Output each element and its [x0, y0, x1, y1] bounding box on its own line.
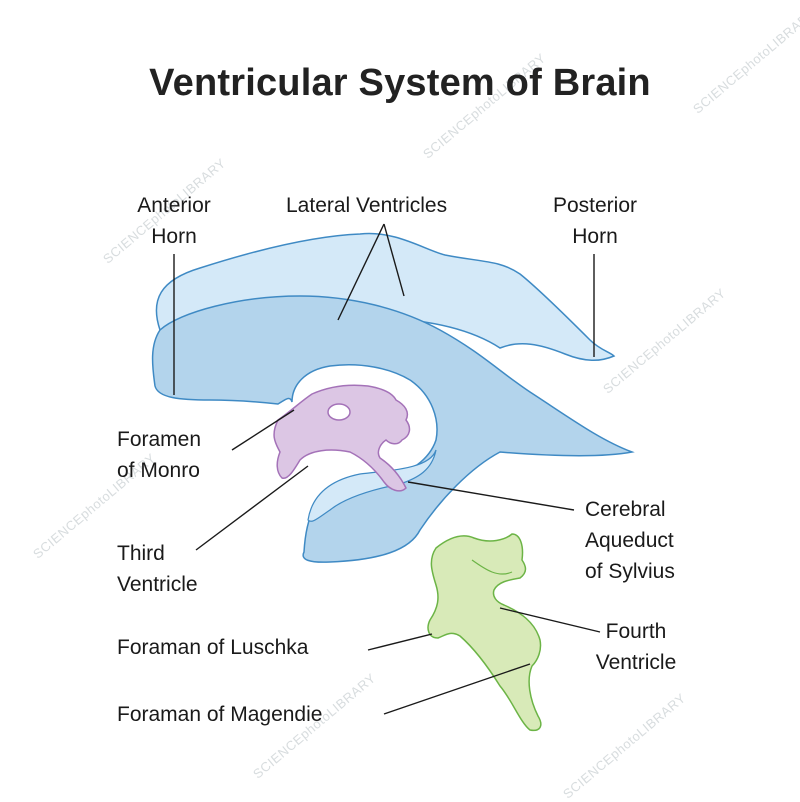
lateral-ventricle-body — [151, 295, 635, 563]
label-posterior-horn-line1: Posterior — [552, 194, 638, 217]
label-lateral-ventricles: Lateral Ventricles — [286, 194, 448, 217]
diagram-title: Ventricular System of Brain — [149, 62, 651, 104]
label-fourth-ventricle-line2: Ventricle — [595, 651, 677, 674]
label-third-ventricle-line1: Third — [117, 542, 165, 565]
leader-lateral-right — [383, 223, 405, 297]
inferior-horn-shade — [307, 449, 437, 522]
label-foramen-of-monro: Foramen of Monro — [117, 424, 201, 486]
leader-magendie — [383, 663, 531, 715]
leader-fourth-ventricle — [499, 607, 601, 633]
leader-third-ventricle — [195, 465, 309, 551]
label-fourth-ventricle-line1: Fourth — [605, 620, 667, 643]
label-foraman-of-magendie: Foraman of Magendie — [117, 703, 323, 726]
label-cerebral-aqueduct-line1: Cerebral — [585, 498, 666, 521]
label-fourth-ventricle: Fourth Ventricle — [576, 616, 696, 678]
label-cerebral-aqueduct-line3: of Sylvius — [585, 560, 675, 583]
label-foraman-of-luschka: Foraman of Luschka — [117, 636, 309, 659]
label-anterior-horn-line1: Anterior — [137, 194, 211, 217]
leader-foramen-monro — [231, 409, 295, 451]
leader-cerebral-aqueduct — [407, 481, 575, 511]
label-foramen-of-monro-line1: Foramen — [117, 428, 202, 451]
label-cerebral-aqueduct: Cerebral Aqueduct of Sylvius — [585, 494, 675, 587]
label-anterior-horn-line2: Horn — [151, 225, 197, 248]
label-third-ventricle: Third Ventricle — [117, 538, 198, 600]
third-ventricle-shape — [273, 384, 411, 492]
label-third-ventricle-line2: Ventricle — [117, 573, 198, 596]
label-posterior-horn-line2: Horn — [572, 225, 618, 248]
label-anterior-horn: Anterior Horn — [114, 190, 234, 252]
fourth-ventricle-shape — [427, 533, 542, 732]
label-cerebral-aqueduct-line2: Aqueduct — [585, 529, 674, 552]
leader-lateral-left — [337, 223, 385, 321]
leader-luschka — [367, 633, 433, 651]
interthalamic-adhesion — [327, 403, 351, 421]
fourth-ventricle-inner-line — [471, 559, 513, 575]
label-posterior-horn: Posterior Horn — [530, 190, 660, 252]
label-foramen-of-monro-line2: of Monro — [117, 459, 200, 482]
